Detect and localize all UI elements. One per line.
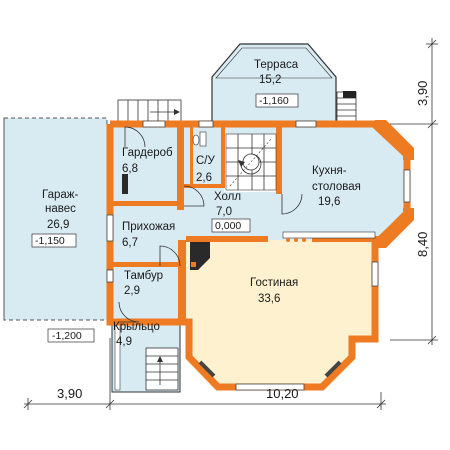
dimension-right-top: 3,90 (415, 81, 430, 106)
hall-area: 7,0 (216, 206, 232, 218)
terrace (211, 43, 357, 123)
terrace-name: Терраса (254, 59, 299, 71)
garage-name-line2: навес (45, 203, 76, 215)
window (403, 169, 411, 203)
fixtures (122, 131, 376, 242)
living-floor (186, 240, 378, 390)
kitchen-name-line1: Кухня- (312, 165, 347, 177)
window (142, 120, 166, 128)
terrace-stairs (336, 91, 357, 123)
living-area: 33,6 (258, 293, 280, 305)
garage-level: -1,150 (35, 235, 65, 247)
window (235, 383, 305, 391)
kitchen-area: 19,6 (318, 196, 340, 208)
dimension-bottom-right: 10,20 (266, 386, 299, 401)
terrace-level: -1,160 (259, 95, 289, 107)
vestibule-area: 2,9 (124, 285, 140, 297)
dimensions-bottom: 3,90 10,20 (23, 338, 386, 410)
outside-level: -1,200 (52, 330, 82, 342)
window (106, 269, 114, 283)
window (198, 120, 214, 128)
back-stairs (117, 99, 182, 125)
exterior-walls (106, 120, 414, 391)
garage-name-line1: Гараж- (42, 189, 78, 201)
interior-walls (110, 124, 378, 322)
garage-area: 26,9 (47, 219, 69, 231)
entrance-area: 6,7 (122, 237, 138, 249)
terrace-area: 15,2 (259, 74, 281, 86)
spiral-stair (225, 133, 277, 191)
wc-area: 2,6 (196, 172, 212, 184)
windows (106, 120, 411, 391)
window (371, 261, 379, 287)
window (106, 214, 114, 242)
garage-canopy (3, 117, 108, 321)
porch-stairs (145, 347, 179, 391)
entrance-name: Прихожая (122, 221, 175, 233)
porch-name: Крыльцо (113, 321, 160, 333)
hall-level: 0,000 (215, 220, 241, 232)
wardrobe-area: 6,8 (122, 163, 138, 175)
dimension-right-bottom: 8,40 (415, 232, 430, 257)
porch-area: 4,9 (116, 336, 132, 348)
kitchen-name-line2: столовая (312, 181, 361, 193)
dimensions-right: 3,90 8,40 (390, 38, 438, 345)
hall-name: Холл (214, 191, 241, 203)
porch (111, 317, 181, 393)
wc-name: С/У (196, 155, 216, 167)
wardrobe-name: Гардероб (122, 147, 173, 159)
vestibule-name: Тамбур (124, 270, 163, 282)
dimension-bottom-left: 3,90 (57, 386, 82, 401)
window (295, 120, 317, 128)
living-name: Гостиная (250, 277, 298, 289)
room-labels: Терраса 15,2 -1,160 Гараж- навес 26,9 -1… (31, 59, 361, 348)
doors (118, 126, 303, 323)
